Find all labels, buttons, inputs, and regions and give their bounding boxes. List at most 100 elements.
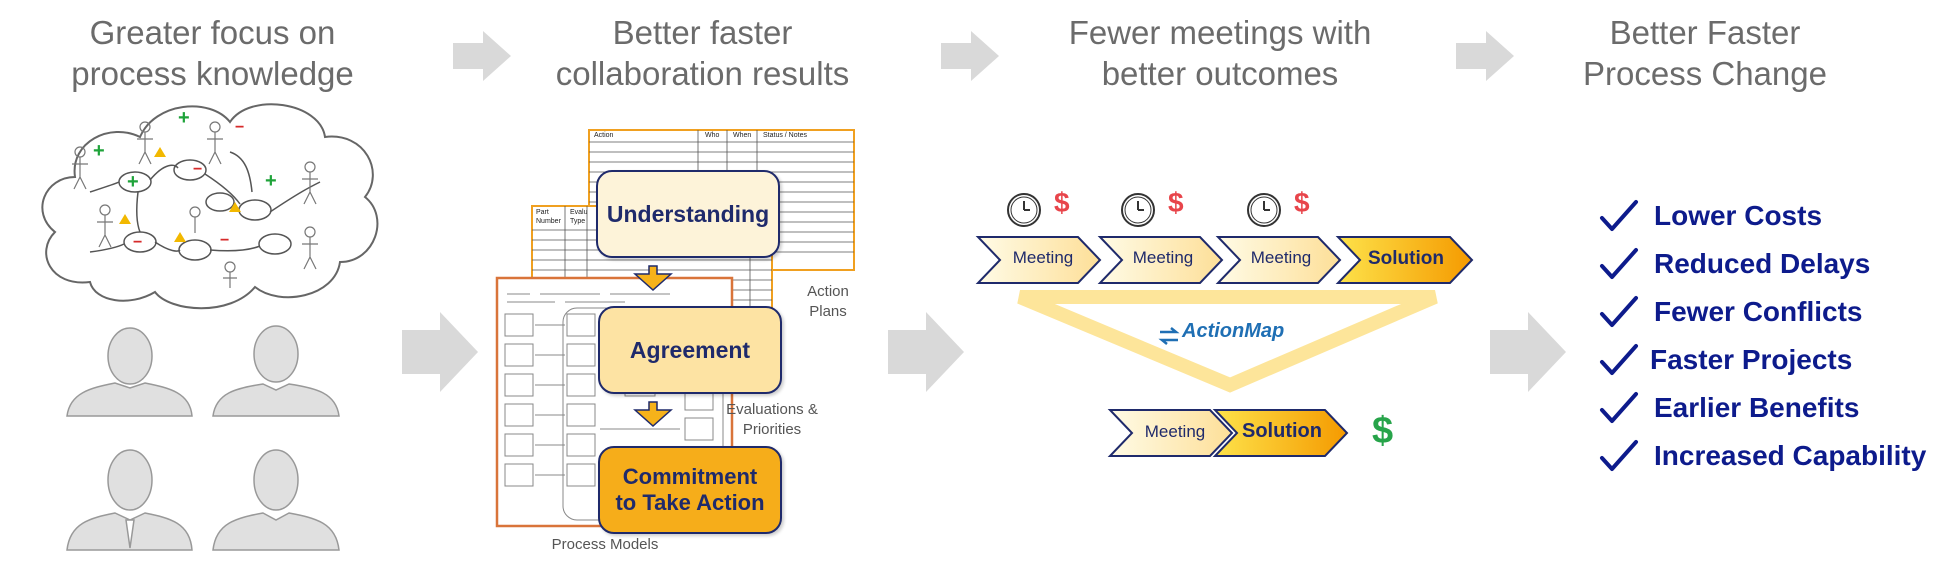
plus-icon: + <box>127 171 139 193</box>
large-arrow-icon <box>888 312 964 392</box>
benefit-label: Earlier Benefits <box>1654 392 1860 423</box>
solution-chevron <box>1335 236 1474 284</box>
woman-avatar-icon <box>66 327 193 417</box>
heading-line1: Fewer meetings with <box>1068 14 1372 51</box>
action-plans-line2: Plans <box>809 303 847 320</box>
warning-icon <box>174 232 186 242</box>
benefit-faster-projects: Faster Projects <box>1598 342 1852 378</box>
benefit-reduced-delays: Reduced Delays <box>1598 246 1870 282</box>
benefit-label: Fewer Conflicts <box>1654 296 1863 327</box>
heading-process-change: Better Faster Process Change <box>1540 12 1870 94</box>
dollar-cost-3: $ <box>1294 187 1310 218</box>
man-tie-avatar-icon <box>66 449 193 551</box>
clock-icon <box>1121 193 1155 227</box>
minus-icon: − <box>235 119 244 136</box>
process-models-label: Process Models <box>551 536 659 553</box>
checkmark-icon <box>1600 440 1638 471</box>
benefit-earlier-benefits: Earlier Benefits <box>1598 390 1859 426</box>
eval-sheet-header: Part Number Evalu Type <box>534 208 604 232</box>
stage-agreement: Agreement <box>598 306 782 394</box>
checkmark-icon <box>1600 200 1638 231</box>
heading-line2: Process Change <box>1583 55 1827 92</box>
type-label: Type <box>570 218 586 225</box>
actionmap-brand: ActionMap <box>1182 320 1285 342</box>
benefit-lower-costs: Lower Costs <box>1598 198 1822 234</box>
plus-icon: + <box>93 140 105 162</box>
dollar-saving: $ <box>1372 410 1394 452</box>
warning-icon <box>229 202 241 212</box>
solution-label-top: Solution <box>1368 248 1444 269</box>
benefit-label: Reduced Delays <box>1654 248 1871 279</box>
benefit-label: Increased Capability <box>1654 440 1927 471</box>
plus-icon: + <box>265 170 277 192</box>
number-label: Number <box>536 218 561 225</box>
small-arrow-icon <box>1456 31 1514 81</box>
actionmap-funnel <box>1017 290 1438 393</box>
warning-icon <box>119 214 131 224</box>
action-sheet-header: Action Who When Status / Notes <box>592 132 852 144</box>
small-arrow-icon <box>453 31 511 81</box>
stage-commitment: Commitment to Take Action <box>598 446 782 534</box>
clock-icon <box>1247 193 1281 227</box>
status-col: Status / Notes <box>763 132 807 139</box>
heading-fewer-meetings: Fewer meetings with better outcomes <box>1050 12 1390 94</box>
meeting-chevron <box>975 236 1102 284</box>
checkmark-icon <box>1600 392 1638 423</box>
heading-collaboration: Better faster collaboration results <box>520 12 885 94</box>
minus-icon: − <box>193 161 202 178</box>
evaluations-line2: Priorities <box>742 421 802 438</box>
down-arrow-icon <box>633 401 673 428</box>
stage-understanding: Understanding <box>596 170 780 258</box>
warning-icon <box>154 147 166 157</box>
process-knowledge-cloud: + + + + − − − − <box>41 103 379 310</box>
action-plans-line1: Action <box>807 283 849 300</box>
benefit-label: Faster Projects <box>1650 344 1853 375</box>
heading-process-knowledge: Greater focus on process knowledge <box>40 12 385 94</box>
heading-line2: process knowledge <box>71 55 354 92</box>
meeting-label-1: Meeting <box>1012 248 1074 267</box>
clock-icon <box>1007 193 1041 227</box>
checkmark-icon <box>1600 296 1638 327</box>
man-avatar-icon <box>212 325 340 417</box>
solution-label-bottom: Solution <box>1242 420 1322 442</box>
dollar-cost-1: $ <box>1054 187 1070 218</box>
benefit-fewer-conflicts: Fewer Conflicts <box>1598 294 1862 330</box>
meeting-chevron <box>1215 236 1342 284</box>
evaluations-line1: Evaluations & <box>726 401 818 418</box>
large-arrow-icon <box>402 312 478 392</box>
small-arrow-icon <box>941 31 999 81</box>
heading-line2: better outcomes <box>1101 55 1339 92</box>
part-label: Part <box>536 209 549 216</box>
evalu-label: Evalu <box>570 209 588 216</box>
woman-avatar-icon <box>212 449 340 551</box>
checkmark-icon <box>1600 344 1638 375</box>
meeting-chevron <box>1097 236 1224 284</box>
who-col: Who <box>705 132 720 139</box>
minus-icon: − <box>133 234 142 251</box>
large-arrow-icon <box>1490 312 1566 392</box>
when-col: When <box>733 132 752 139</box>
meeting-label-3: Meeting <box>1250 248 1312 267</box>
solution-chevron <box>1212 409 1349 457</box>
heading-line2: collaboration results <box>555 55 850 92</box>
action-col: Action <box>594 132 614 139</box>
meeting-label-2: Meeting <box>1132 248 1194 267</box>
evaluations-label: Evaluations & Priorities <box>712 400 832 440</box>
meeting-chevron <box>1107 409 1234 457</box>
meetings-diagram <box>975 193 1474 457</box>
minus-icon: − <box>220 232 229 249</box>
benefit-label: Lower Costs <box>1654 200 1823 231</box>
heading-line1: Greater focus on <box>89 14 336 51</box>
heading-line1: Better Faster <box>1609 14 1801 51</box>
actionmap-logo-icon <box>1158 327 1180 345</box>
action-plans-label: Action Plans <box>788 282 868 322</box>
checkmark-icon <box>1600 248 1638 279</box>
benefit-increased-capability: Increased Capability <box>1598 438 1926 474</box>
thought-cloud-icon <box>41 103 379 310</box>
dollar-cost-2: $ <box>1168 187 1184 218</box>
plus-icon: + <box>178 107 190 129</box>
down-arrow-icon <box>633 265 673 292</box>
heading-line1: Better faster <box>612 14 793 51</box>
meeting-label-bottom: Meeting <box>1144 422 1206 441</box>
